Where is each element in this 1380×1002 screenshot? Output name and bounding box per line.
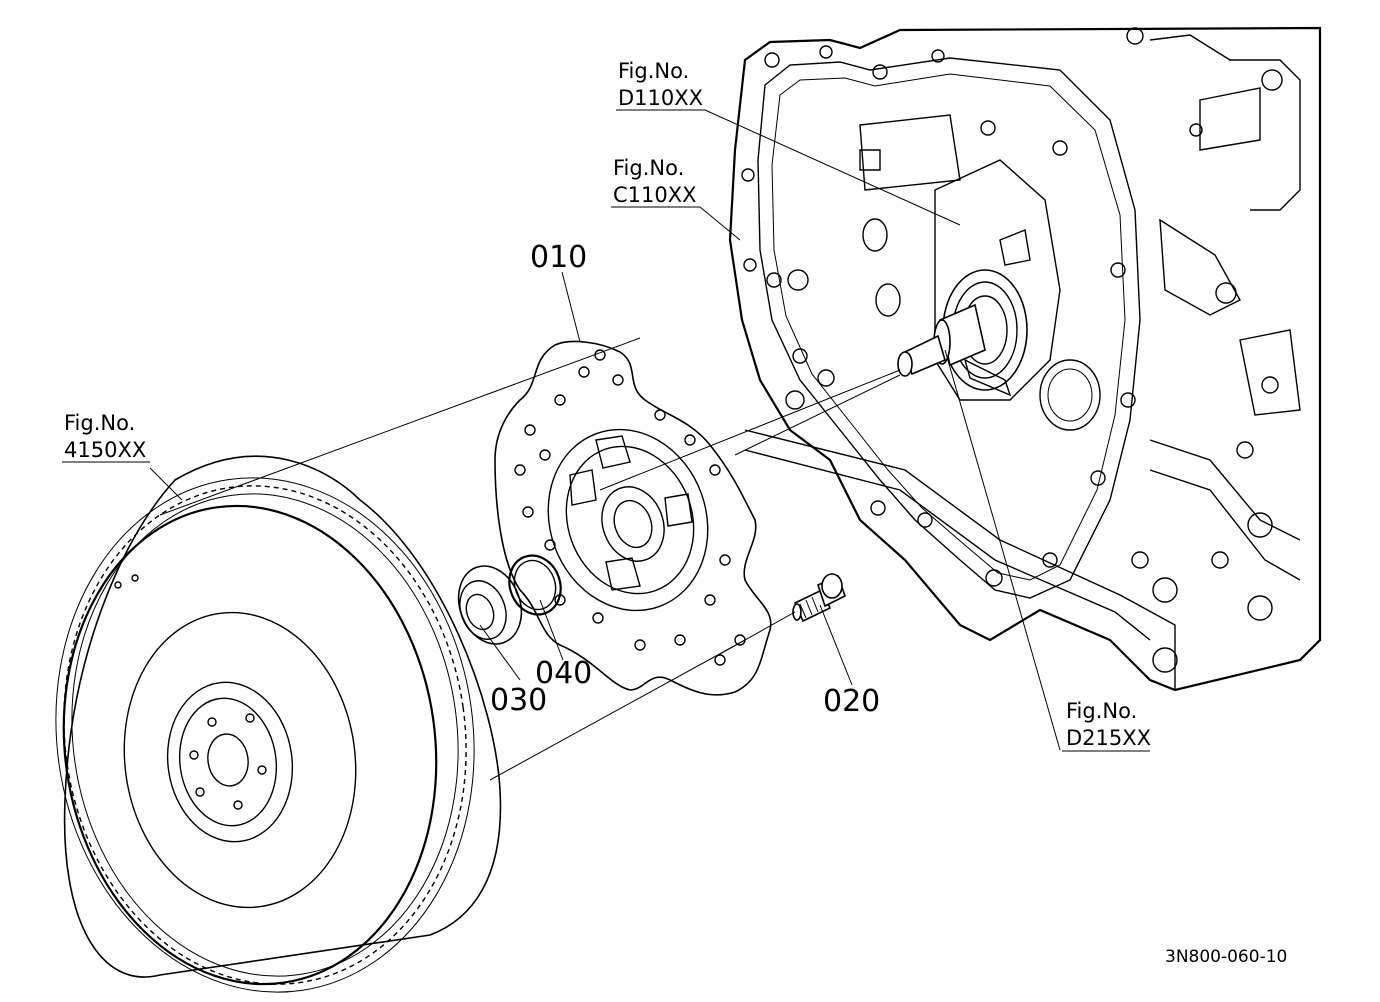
fig-ref-4150-line2: 4150XX <box>64 438 146 462</box>
fig-ref-d110-line1: Fig.No. <box>618 59 689 83</box>
drawing-code: 3N800-060-10 <box>1165 947 1287 967</box>
part-label-010: 010 <box>530 240 587 275</box>
fig-ref-c110-line2: C110XX <box>613 183 697 207</box>
flywheel <box>55 455 502 993</box>
fig-ref-d215-line1: Fig.No. <box>1066 699 1137 723</box>
bolt <box>792 573 846 623</box>
fig-ref-d110-line2: D110XX <box>618 86 703 110</box>
pilot-bearing <box>457 565 523 645</box>
clutch-disc <box>494 340 772 696</box>
transmission-housing <box>728 26 1322 692</box>
part-label-030: 030 <box>490 683 547 718</box>
fig-ref-c110-line1: Fig.No. <box>613 156 684 180</box>
part-label-040: 040 <box>535 656 592 691</box>
part-label-020: 020 <box>823 684 880 719</box>
fig-ref-d215-line2: D215XX <box>1066 726 1151 750</box>
fig-ref-4150-line1: Fig.No. <box>64 411 135 435</box>
alignment-lines <box>62 109 1150 781</box>
